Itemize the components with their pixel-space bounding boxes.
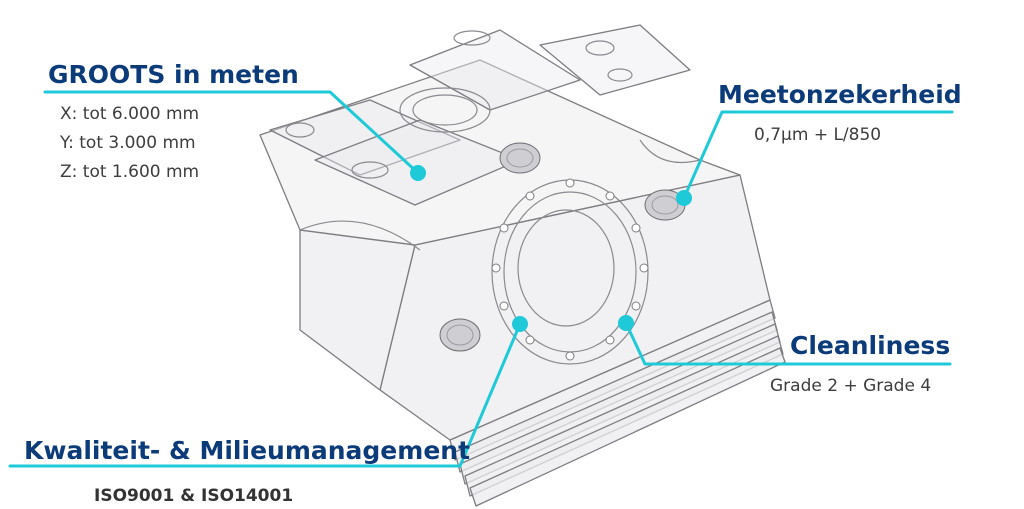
callout-line-x: X: tot 6.000 mm <box>60 104 200 124</box>
callout-line-z: Z: tot 1.600 mm <box>60 162 200 182</box>
callout-dot-cleanliness <box>618 315 634 331</box>
callout-dot-groots <box>410 165 426 181</box>
callout-title-meetonzekerheid: Meetonzekerheid <box>718 80 962 109</box>
callout-line-y: Y: tot 3.000 mm <box>60 133 196 153</box>
callout-dot-kwaliteit <box>512 316 528 332</box>
callout-value-meetonzekerheid: 0,7µm + L/850 <box>754 125 882 145</box>
callout-value-cleanliness: Grade 2 + Grade 4 <box>770 376 932 396</box>
callout-title-groots: GROOTS in meten <box>48 60 299 89</box>
callout-dot-meetonzekerheid <box>676 190 692 206</box>
callout-title-cleanliness: Cleanliness <box>790 331 951 360</box>
callout-value-kwaliteit: ISO9001 & ISO14001 <box>94 486 294 506</box>
callout-title-kwaliteit: Kwaliteit- & Milieumanagement <box>24 436 471 465</box>
